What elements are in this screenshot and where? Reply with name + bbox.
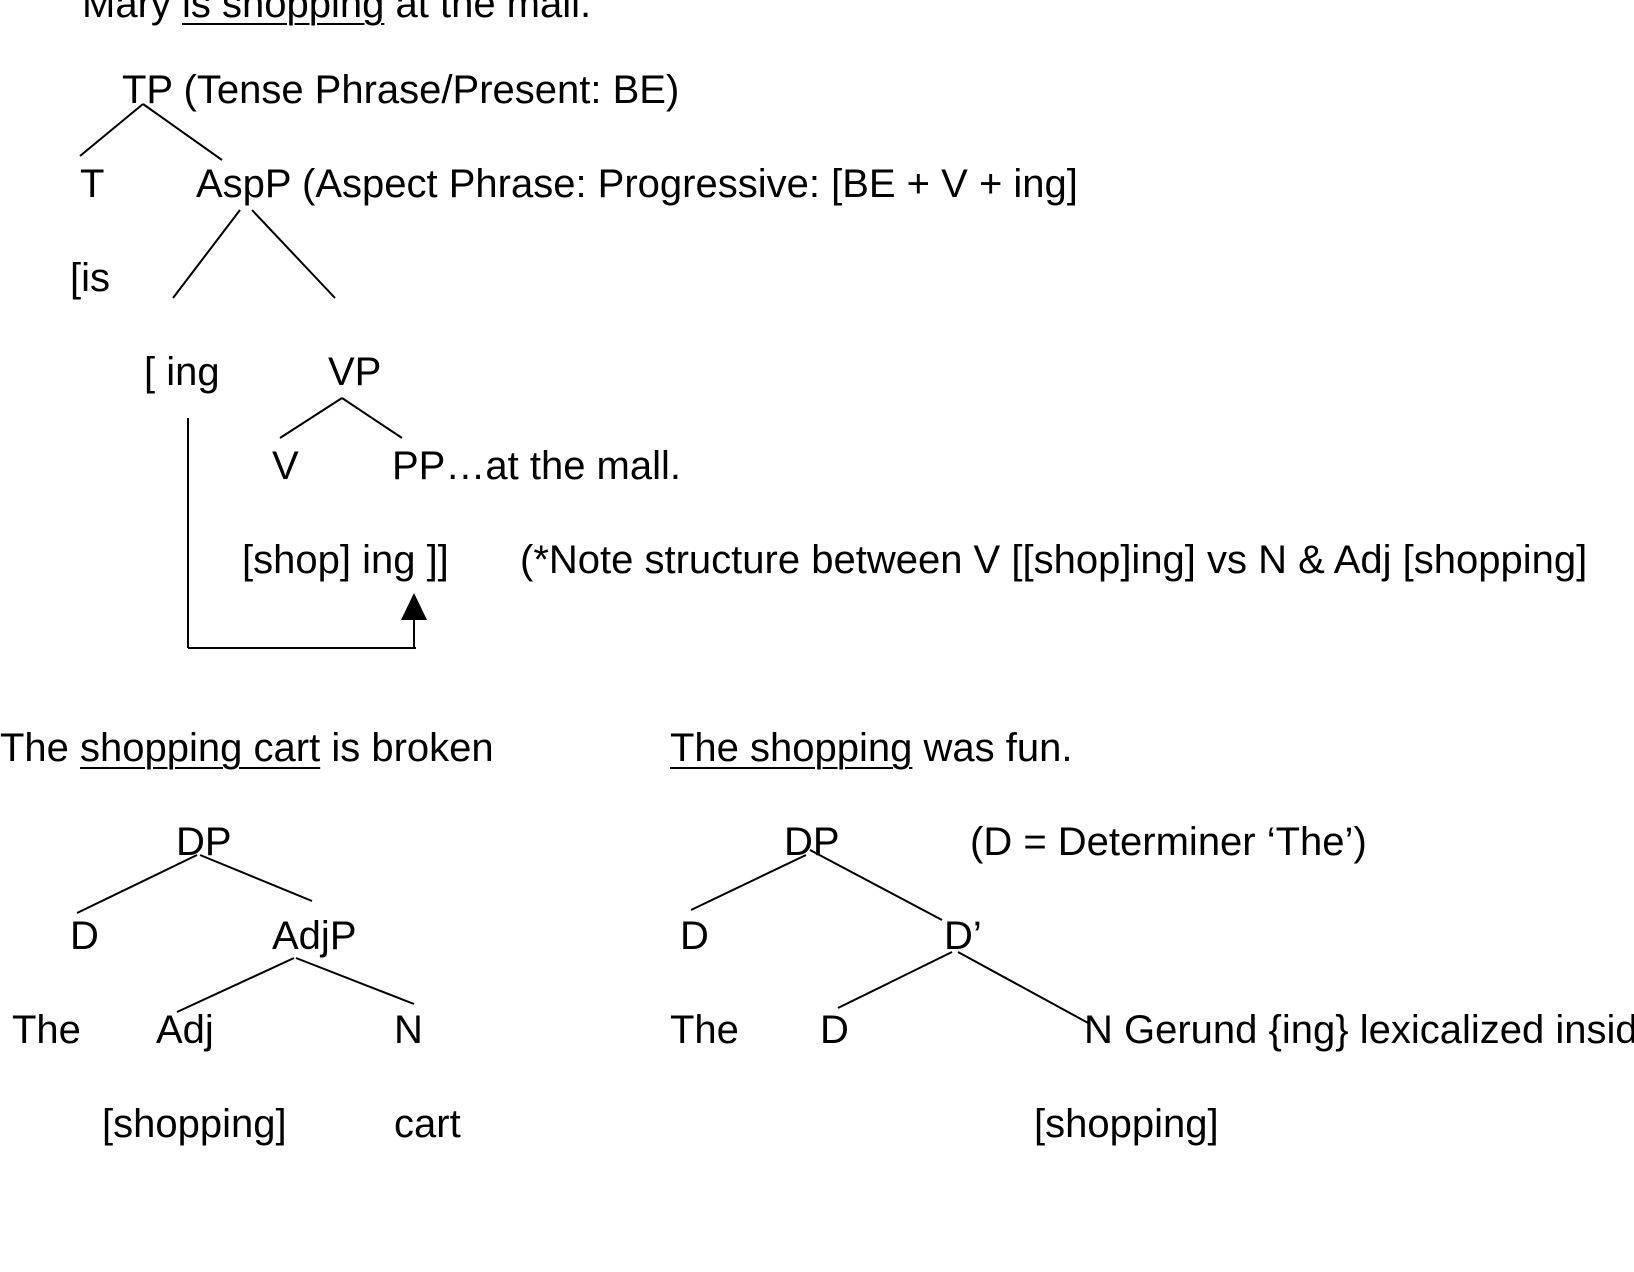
- branch-adjp-adj: [176, 957, 295, 1013]
- node-d: D: [70, 914, 99, 958]
- node-ing: [ ing: [144, 350, 220, 394]
- branch-dp-adjp: [199, 854, 313, 902]
- branch-dbar-d: [837, 951, 953, 1009]
- branch-tp-t: [79, 103, 144, 157]
- branch-dp-dbar: [809, 849, 943, 921]
- sentence-mary-post: at the mall.: [384, 0, 592, 26]
- sentence-fun-post: was fun.: [912, 726, 1073, 770]
- branch-dp-d: [76, 854, 198, 914]
- sentence-mary-underlined: is shopping: [182, 0, 385, 26]
- structure-note: (*Note structure between V [[shop]ing] v…: [520, 538, 1588, 582]
- node-t: T: [80, 162, 105, 206]
- branch-tp-aspp: [142, 103, 223, 161]
- node-dp-tree3: DP: [784, 820, 840, 864]
- node-dp: DP: [176, 820, 232, 864]
- branch-dp-d-tree3: [690, 854, 807, 911]
- node-adjp: AdjP: [272, 914, 357, 958]
- sentence-mary: Mary is shopping at the mall.: [82, 0, 591, 24]
- branch-dbar-n: [957, 951, 1091, 1025]
- node-adj: Adj: [156, 1008, 214, 1052]
- node-is: [is: [70, 256, 110, 300]
- node-shop-ing: [shop] ing ]]: [242, 538, 449, 582]
- node-shopping-adj: [shopping]: [102, 1102, 287, 1146]
- sentence-cart-post: is broken: [320, 726, 494, 770]
- sentence-mary-pre: Mary: [82, 0, 182, 26]
- branch-aspp-ing: [172, 209, 241, 299]
- node-n-gerund: N Gerund {ing} lexicalized inside: [1084, 1008, 1634, 1052]
- sentence-shopping-fun: The shopping was fun.: [670, 728, 1072, 768]
- node-dbar: D’: [944, 914, 982, 958]
- node-pp: PP…at the mall.: [392, 444, 682, 488]
- node-vp: VP: [328, 350, 382, 394]
- sentence-cart-pre: The: [0, 726, 81, 770]
- branch-vp-pp: [341, 397, 403, 439]
- node-v: V: [272, 444, 299, 488]
- movement-arrowhead: [401, 593, 427, 620]
- node-aspp: AspP (Aspect Phrase: Progressive: [BE + …: [196, 162, 1078, 206]
- node-d-tree3: D: [680, 914, 709, 958]
- node-the: The: [12, 1008, 81, 1052]
- node-d2-tree3: D: [820, 1008, 849, 1052]
- node-shopping-gerund: [shopping]: [1034, 1102, 1219, 1146]
- node-cart: cart: [394, 1102, 461, 1146]
- sentence-cart-underlined: shopping cart: [80, 726, 321, 770]
- branch-adjp-n: [295, 957, 415, 1005]
- node-n: N: [394, 1008, 423, 1052]
- node-tp: TP (Tense Phrase/Present: BE): [122, 68, 680, 112]
- sentence-shopping-cart: The shopping cart is broken: [0, 728, 494, 768]
- node-the-tree3: The: [670, 1008, 739, 1052]
- branch-aspp-vp: [251, 209, 336, 299]
- sentence-fun-underlined: The shopping: [670, 726, 913, 770]
- branch-vp-v: [279, 397, 343, 439]
- determiner-note: (D = Determiner ‘The’): [970, 820, 1367, 864]
